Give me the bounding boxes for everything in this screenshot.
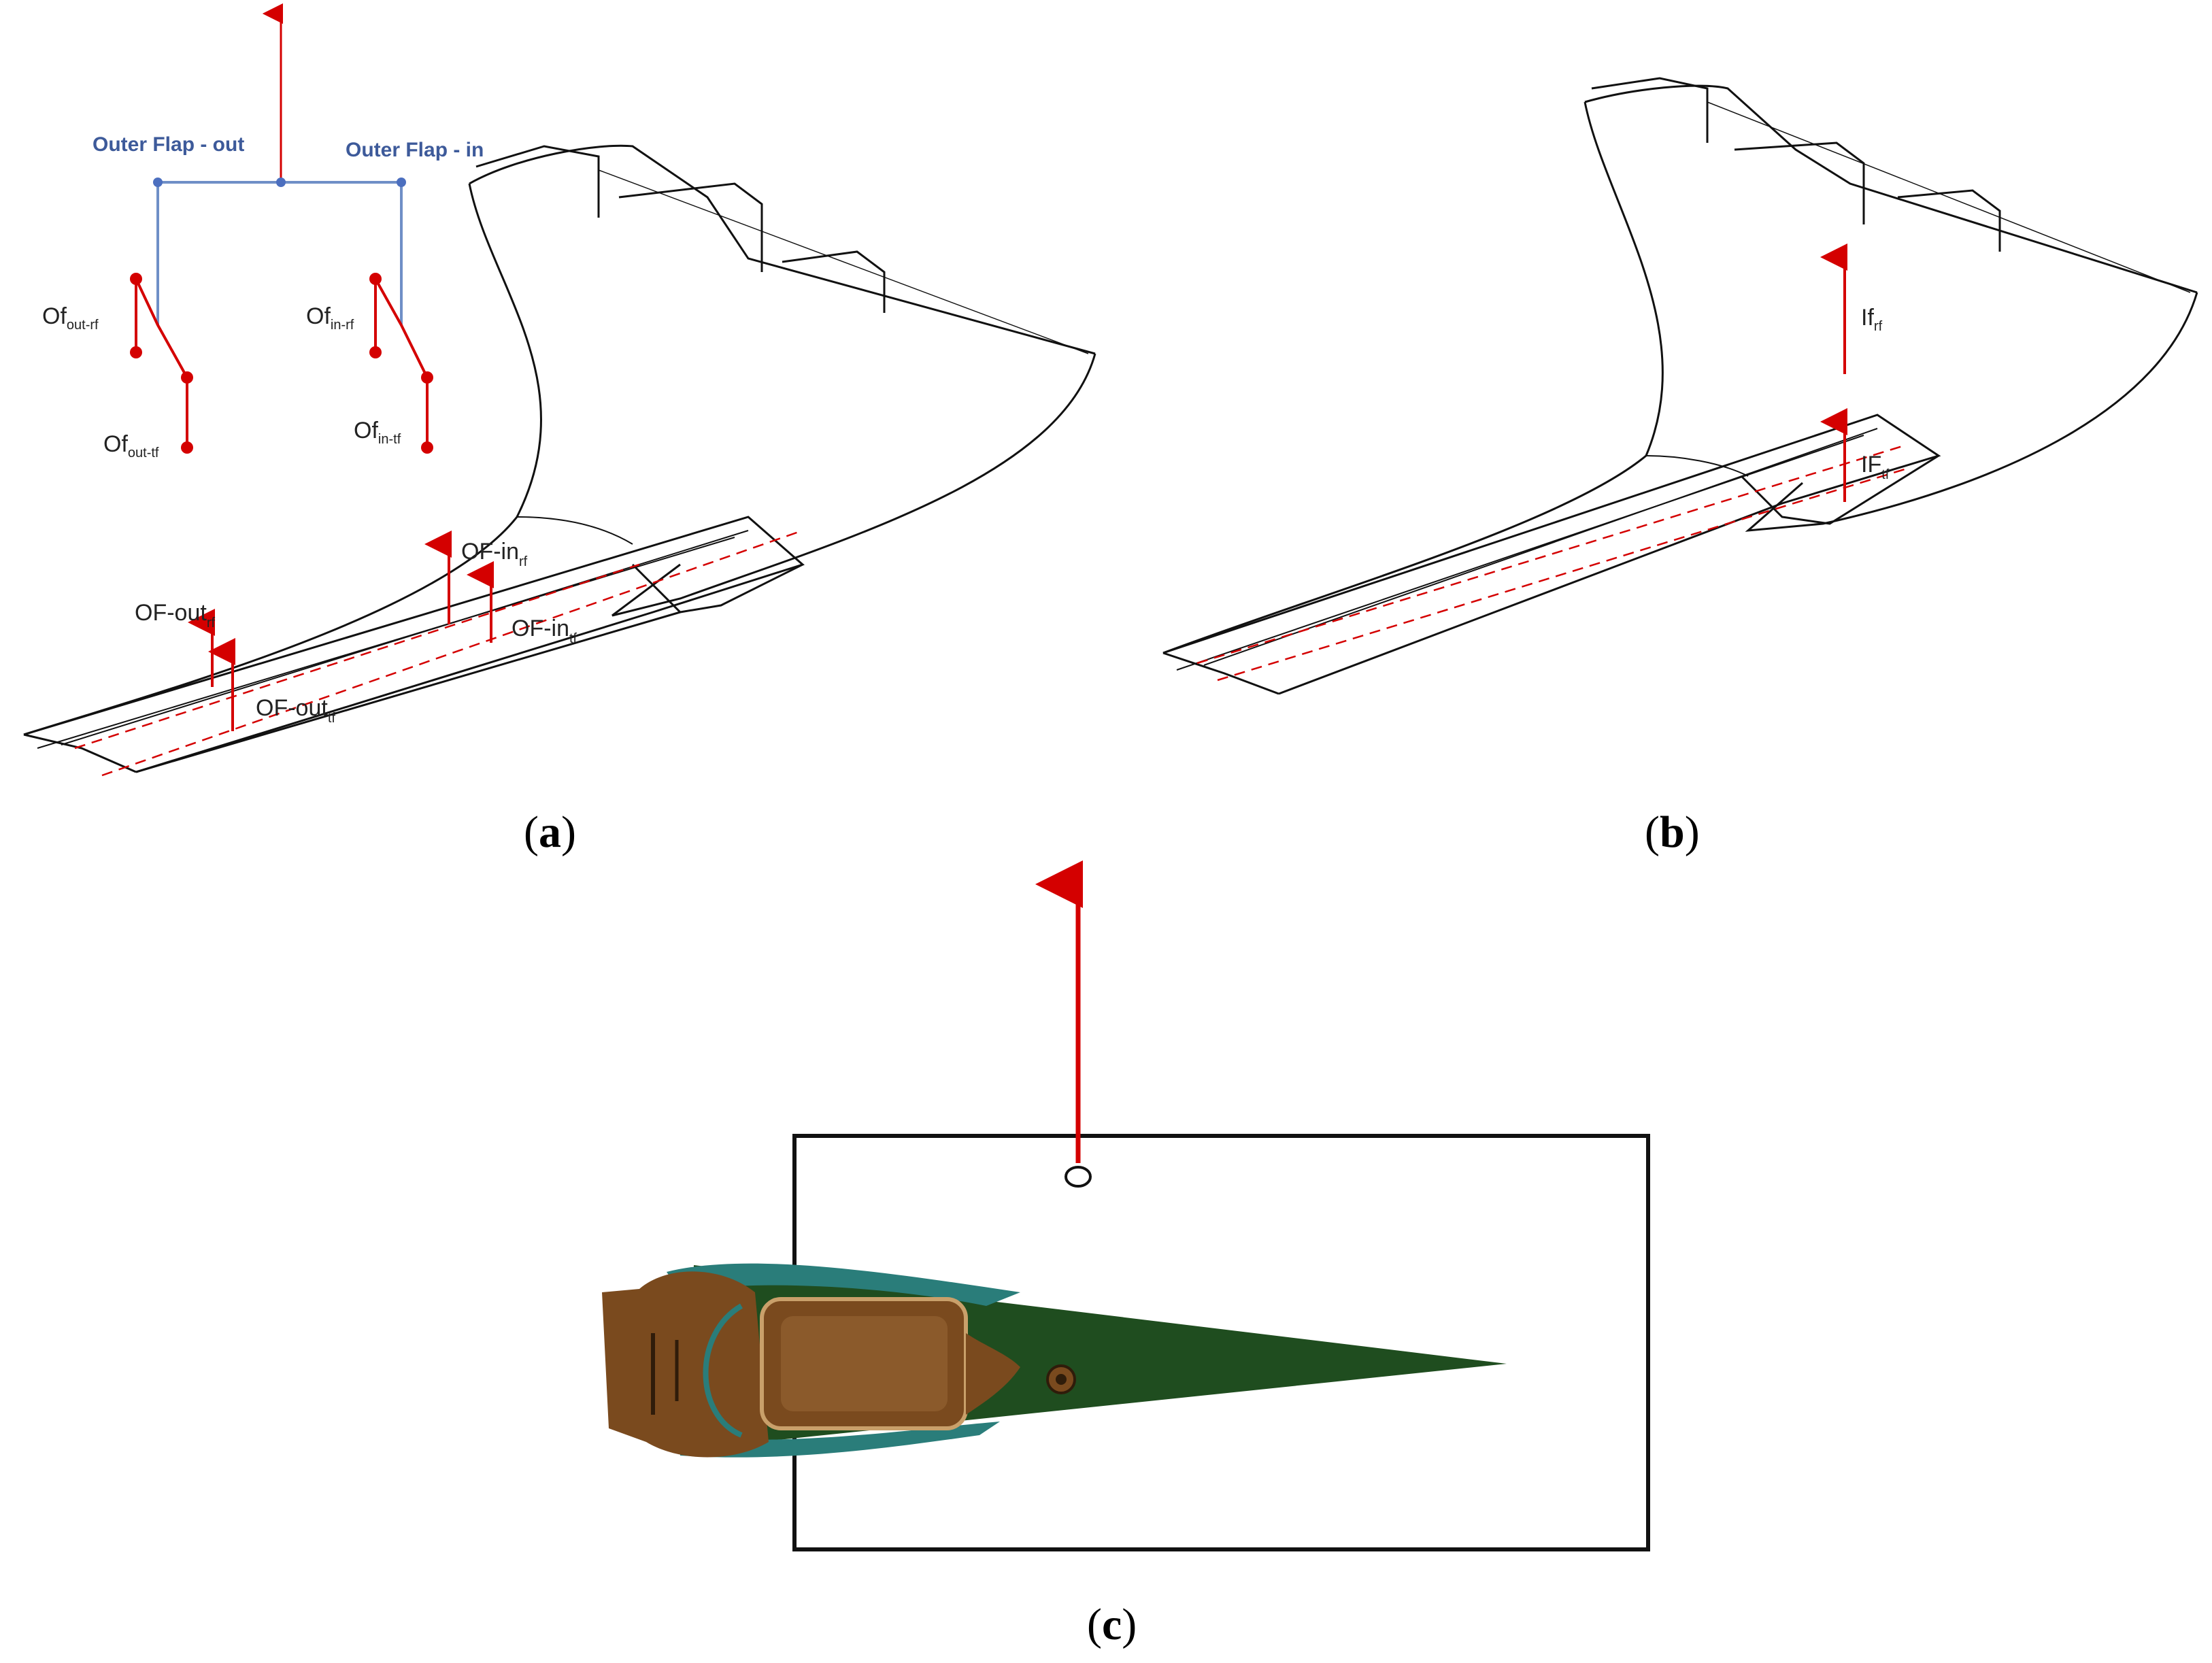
wing-structure-a (23, 144, 1096, 773)
flap-section (602, 1263, 1507, 1458)
panel-c: (c) (602, 860, 1650, 1649)
force-label-of-in-tf: OF-intf (512, 616, 577, 646)
tree-label-outer-flap-out: Outer Flap - out (93, 133, 244, 156)
tree-label-outer-flap-in: Outer Flap - in (346, 139, 484, 161)
force-arrows-a (188, 531, 494, 731)
panel-b: Ifrf IFtf (b) (1162, 77, 2198, 857)
force-label-if-rf: Ifrf (1861, 305, 1883, 334)
force-label-of-out-tf: OF-outtf (256, 695, 335, 726)
panel-b-caption: (b) (1645, 807, 1700, 857)
pivot-point (1065, 1166, 1092, 1188)
dashed-ref-lines-b (1196, 444, 1905, 682)
dashed-ref-lines-a (74, 529, 803, 777)
force-label-of-out-rf: OF-outrf (135, 600, 215, 631)
force-label-of-in-rf: OF-inrf (461, 539, 528, 569)
panel-a: Outer Flap - out Outer Flap - in Ofout-r… (23, 3, 1096, 857)
tree-leaf-of-in-tf: Ofin-tf (354, 418, 401, 447)
panel-c-caption: (c) (1087, 1600, 1137, 1649)
panel-a-caption: (a) (524, 807, 576, 857)
tree-leaf-of-out-tf: Ofout-tf (103, 431, 159, 460)
force-label-if-tf: IFtf (1861, 452, 1890, 482)
load-tree-diagram: Outer Flap - out Outer Flap - in Ofout-r… (42, 3, 484, 460)
wing-structure-b (1162, 77, 2198, 695)
tree-leaf-of-out-rf: Ofout-rf (42, 303, 99, 333)
tree-leaf-of-in-rf: Ofin-rf (306, 303, 354, 333)
